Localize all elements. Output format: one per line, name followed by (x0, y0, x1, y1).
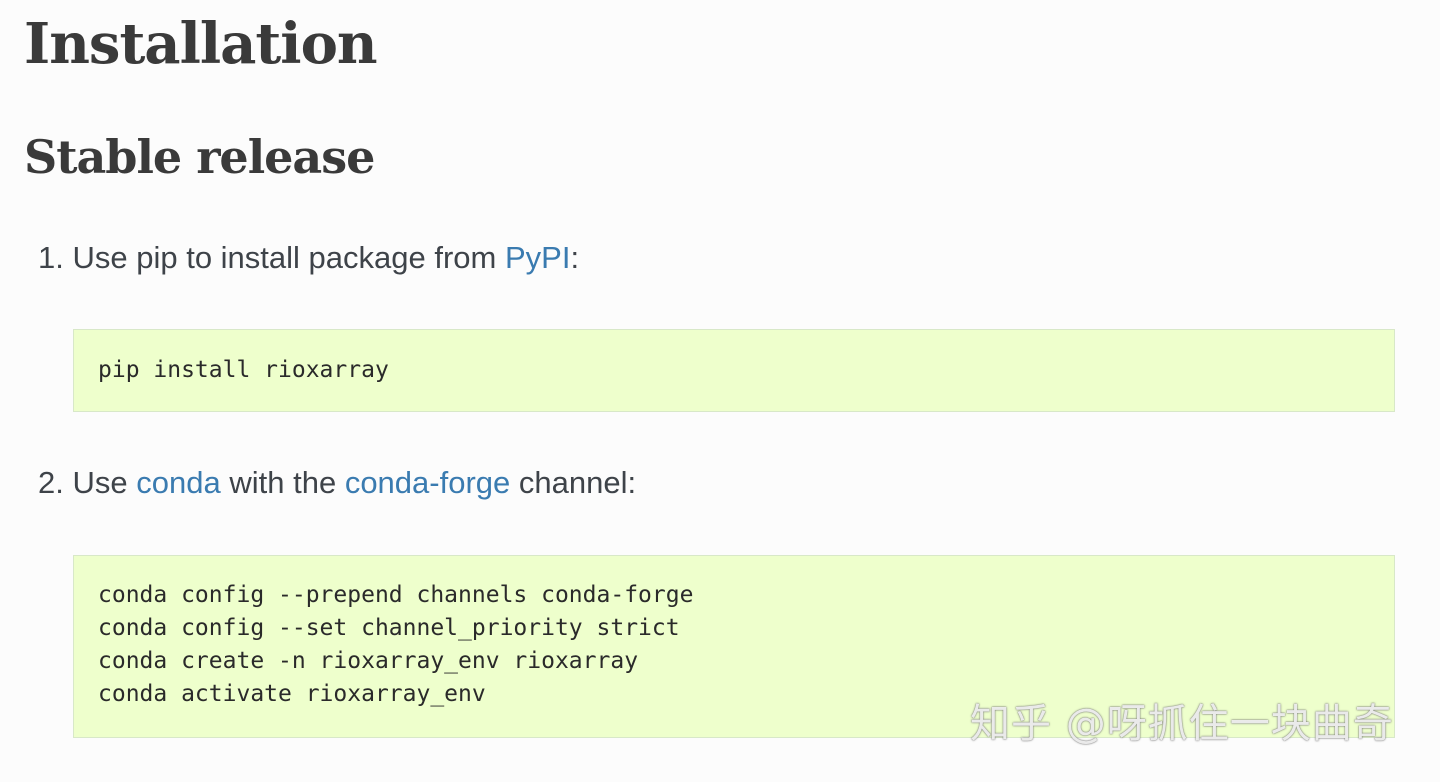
section-heading-stable-release: Stable release (24, 130, 375, 184)
page-title: Installation (24, 11, 378, 77)
step-1-text: Use pip to install package from (72, 240, 497, 275)
conda-forge-link[interactable]: conda-forge (344, 465, 511, 500)
code-line: conda config --set channel_priority stri… (98, 615, 680, 641)
step-2-text-channel: channel: (518, 465, 637, 500)
code-line: conda create -n rioxarray_env rioxarray (98, 648, 639, 674)
code-line: conda activate rioxarray_env (98, 681, 486, 707)
step-2-text-with-the: with the (229, 465, 337, 500)
step-2-instruction: 2. Use conda with the conda-forge channe… (38, 463, 636, 503)
step-1-instruction: 1. Use pip to install package from PyPI: (38, 238, 579, 278)
zhihu-watermark: 知乎 @呀抓住一块曲奇 (970, 701, 1394, 747)
pypi-link[interactable]: PyPI (504, 240, 571, 275)
code-line: conda config --prepend channels conda-fo… (98, 582, 694, 608)
step-1-colon: : (570, 240, 580, 275)
step-2-number: 2. (38, 465, 64, 500)
conda-link[interactable]: conda (136, 465, 221, 500)
step-2-text-use: Use (72, 465, 128, 500)
pip-install-code-block[interactable]: pip install rioxarray (73, 329, 1395, 412)
conda-install-code-block[interactable]: conda config --prepend channels conda-fo… (73, 555, 1395, 738)
code-line: pip install rioxarray (98, 357, 389, 383)
step-1-number: 1. (38, 240, 64, 275)
